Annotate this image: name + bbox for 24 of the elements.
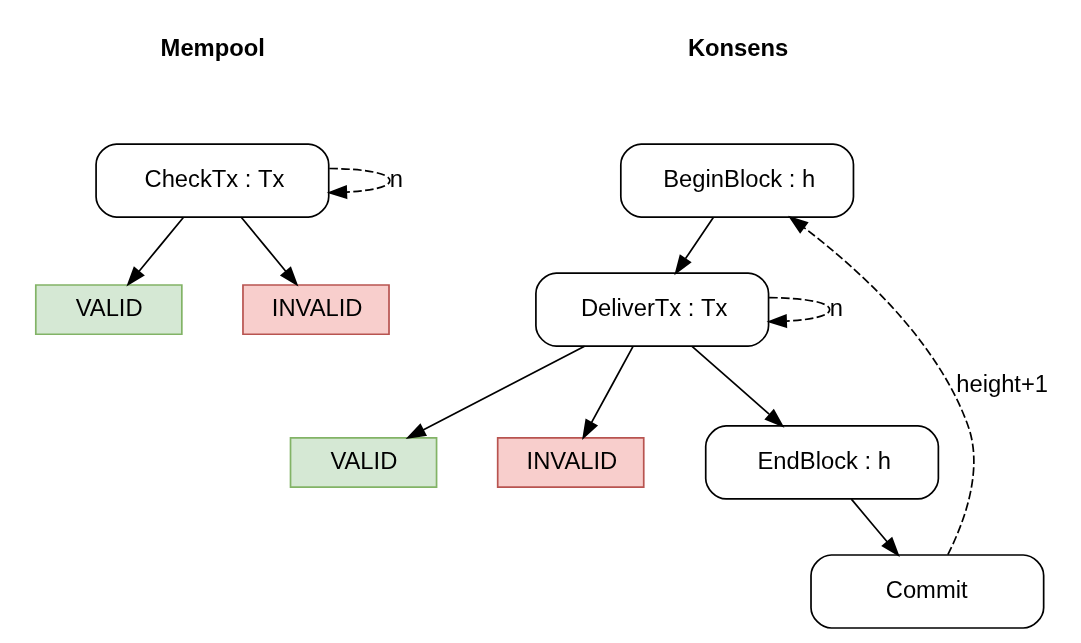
node-box: INVALID	[496, 436, 645, 488]
node-box: Commit	[809, 554, 1044, 629]
node-box: CheckTx : Tx	[94, 143, 330, 218]
arrow	[787, 215, 975, 556]
arrow	[125, 216, 184, 287]
arrow	[326, 167, 391, 200]
node-box: VALID	[289, 436, 437, 488]
node-box: VALID	[34, 284, 183, 336]
arrow	[673, 216, 714, 276]
label: Mempool	[160, 34, 265, 62]
node-box: BeginBlock : h	[619, 143, 854, 218]
label: Konsens	[687, 34, 788, 62]
arrow	[405, 345, 585, 439]
node-box: INVALID	[241, 284, 390, 336]
arrow	[766, 296, 831, 329]
arrow	[690, 345, 784, 428]
arrow	[850, 498, 900, 557]
arrow	[581, 345, 634, 440]
node-box: DeliverTx : Tx	[534, 272, 769, 347]
node-box: EndBlock : h	[704, 425, 939, 500]
arrow	[239, 216, 298, 287]
edge-label: n	[829, 293, 843, 321]
edge-label: height+1	[955, 370, 1048, 398]
edge-label: n	[389, 164, 403, 192]
